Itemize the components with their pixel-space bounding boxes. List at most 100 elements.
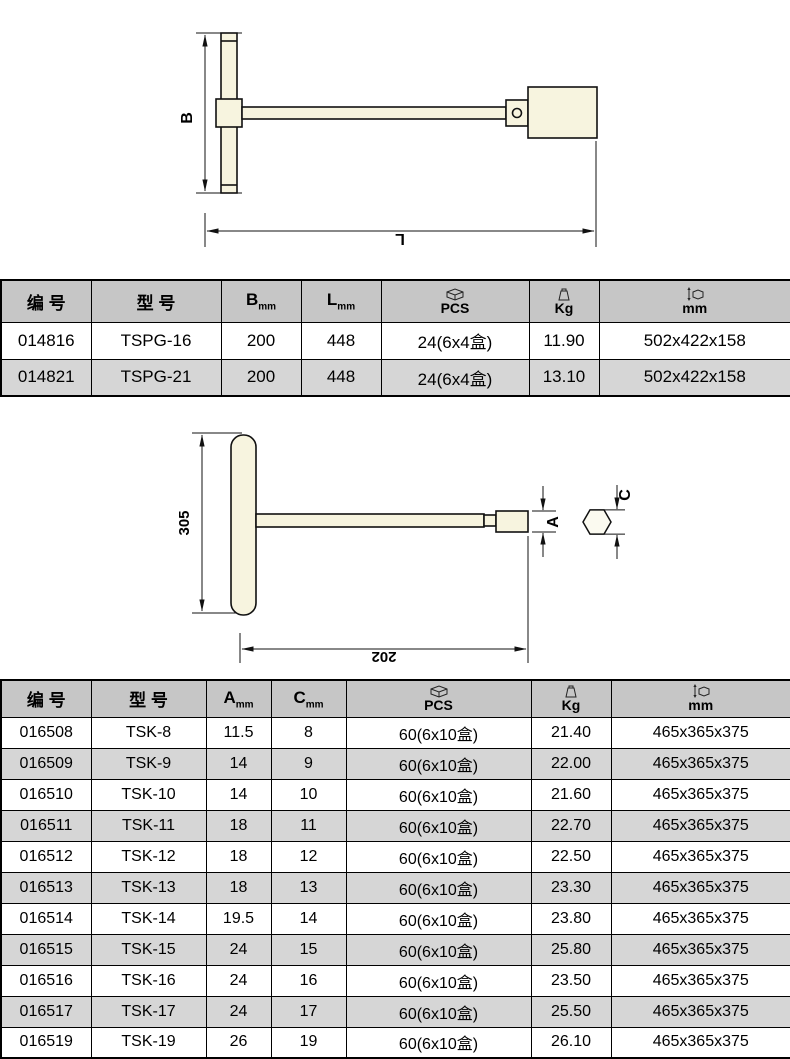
weight-icon bbox=[564, 684, 578, 697]
col-header-model: 型 号 bbox=[91, 680, 206, 717]
kg-label: Kg bbox=[555, 301, 574, 316]
t-socket-wrench-svg: 305 A C 202 bbox=[0, 397, 790, 674]
table-cell: 465x365x375 bbox=[611, 934, 790, 965]
shaft bbox=[256, 514, 484, 527]
table-cell: TSPG-21 bbox=[91, 359, 221, 396]
table-cell: 8 bbox=[271, 717, 346, 748]
table-cell: 10 bbox=[271, 779, 346, 810]
table-cell: 11.90 bbox=[529, 322, 599, 359]
dimension-icon bbox=[686, 287, 704, 300]
table-cell: 465x365x375 bbox=[611, 717, 790, 748]
table-cell: TSK-13 bbox=[91, 872, 206, 903]
table-cell: 60(6x10盒) bbox=[346, 748, 531, 779]
table-cell: 11.5 bbox=[206, 717, 271, 748]
kg-header-stack: Kg bbox=[530, 287, 599, 316]
table-cell: 014821 bbox=[1, 359, 91, 396]
table-cell: TSK-10 bbox=[91, 779, 206, 810]
col-c-sub: mm bbox=[306, 699, 324, 710]
table-cell: TSK-8 bbox=[91, 717, 206, 748]
col-header-b: Bmm bbox=[221, 280, 301, 322]
col-header-kg: Kg bbox=[531, 680, 611, 717]
col-header-a: Amm bbox=[206, 680, 271, 717]
table-cell: 24(6x4盒) bbox=[381, 322, 529, 359]
t-socket-wrench-drawing: 305 A C 202 bbox=[0, 397, 790, 679]
col-header-mm: mm bbox=[599, 280, 790, 322]
table-cell: 14 bbox=[206, 779, 271, 810]
table-cell: 21.60 bbox=[531, 779, 611, 810]
table-cell: 60(6x10盒) bbox=[346, 841, 531, 872]
table-cell: 18 bbox=[206, 810, 271, 841]
table-cell: 200 bbox=[221, 359, 301, 396]
table-cell: 12 bbox=[271, 841, 346, 872]
mm-label: mm bbox=[682, 301, 707, 316]
dim-b-label: B bbox=[179, 112, 196, 124]
table-cell: TSK-11 bbox=[91, 810, 206, 841]
socket-connector bbox=[506, 100, 528, 126]
table-cell: 465x365x375 bbox=[611, 1027, 790, 1058]
table-cell: TSK-9 bbox=[91, 748, 206, 779]
table-cell: 14 bbox=[271, 903, 346, 934]
col-l-sub: mm bbox=[337, 301, 355, 312]
table-cell: 24 bbox=[206, 934, 271, 965]
table-cell: 465x365x375 bbox=[611, 810, 790, 841]
table-cell: 016514 bbox=[1, 903, 91, 934]
table-cell: 19 bbox=[271, 1027, 346, 1058]
table-cell: 18 bbox=[206, 872, 271, 903]
table-cell: 26.10 bbox=[531, 1027, 611, 1058]
table-cell: 448 bbox=[301, 359, 381, 396]
tspg-table: 编 号 型 号 Bmm Lmm PCS Kg bbox=[0, 279, 790, 397]
col-header-code: 编 号 bbox=[1, 280, 91, 322]
col-header-kg: Kg bbox=[529, 280, 599, 322]
socket-tip bbox=[496, 511, 528, 532]
table-cell: 60(6x10盒) bbox=[346, 934, 531, 965]
table-cell: 60(6x10盒) bbox=[346, 903, 531, 934]
table-cell: 016508 bbox=[1, 717, 91, 748]
table-cell: 21.40 bbox=[531, 717, 611, 748]
table-cell: 23.30 bbox=[531, 872, 611, 903]
kg-label: Kg bbox=[562, 698, 581, 713]
table-cell: 19.5 bbox=[206, 903, 271, 934]
table-cell: 26 bbox=[206, 1027, 271, 1058]
dim-202-label: 202 bbox=[371, 648, 396, 665]
dim-l-label: L bbox=[395, 230, 405, 247]
table-cell: TSK-15 bbox=[91, 934, 206, 965]
table-cell: 23.80 bbox=[531, 903, 611, 934]
table-cell: 016510 bbox=[1, 779, 91, 810]
col-a-main: A bbox=[223, 688, 235, 707]
table-cell: 60(6x10盒) bbox=[346, 965, 531, 996]
table-cell: 465x365x375 bbox=[611, 996, 790, 1027]
col-a-sub: mm bbox=[236, 699, 254, 710]
col-header-model: 型 号 bbox=[91, 280, 221, 322]
package-icon bbox=[446, 287, 464, 300]
table-cell: 448 bbox=[301, 322, 381, 359]
header-row: 编 号 型 号 Bmm Lmm PCS Kg bbox=[1, 280, 790, 322]
pcs-label: PCS bbox=[424, 698, 453, 713]
table-cell: 016519 bbox=[1, 1027, 91, 1058]
table-cell: 24 bbox=[206, 965, 271, 996]
kg-header-stack: Kg bbox=[532, 684, 611, 713]
table-cell: 16 bbox=[271, 965, 346, 996]
table-cell: TSPG-16 bbox=[91, 322, 221, 359]
dimension-icon bbox=[692, 684, 710, 697]
col-l-main: L bbox=[327, 290, 337, 309]
table-cell: 60(6x10盒) bbox=[346, 810, 531, 841]
socket-neck bbox=[484, 515, 496, 526]
table-cell: TSK-19 bbox=[91, 1027, 206, 1058]
table-cell: 502x422x158 bbox=[599, 322, 790, 359]
table-cell: TSK-17 bbox=[91, 996, 206, 1027]
dim-a-label: A bbox=[545, 516, 562, 528]
table-cell: 13.10 bbox=[529, 359, 599, 396]
socket-body bbox=[528, 87, 597, 138]
